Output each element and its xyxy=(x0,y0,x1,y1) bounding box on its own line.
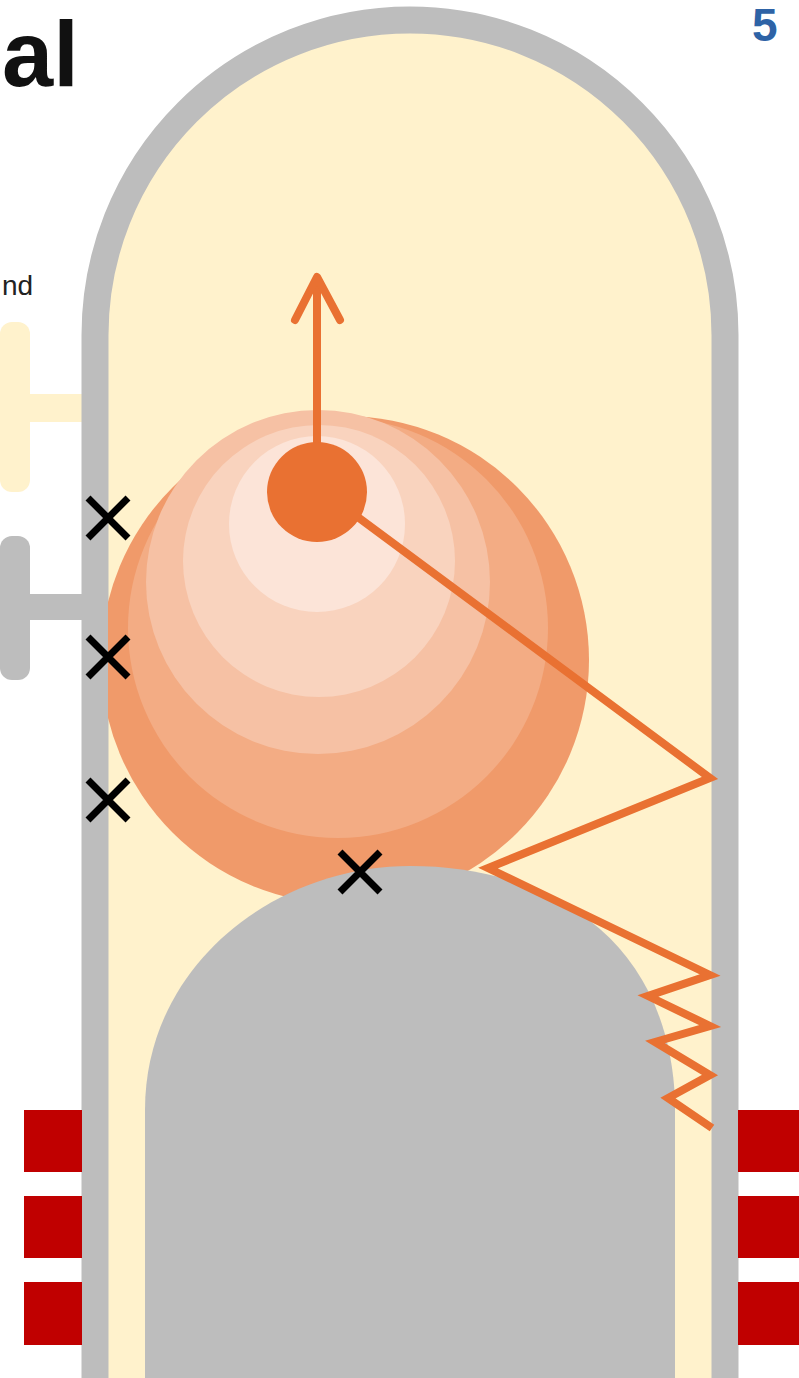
velocity-arrow xyxy=(313,280,321,460)
ray-path xyxy=(355,515,712,1128)
plasma-cloud xyxy=(101,410,589,904)
body-text: nd xyxy=(2,272,33,300)
impact-marks xyxy=(88,498,380,892)
slide-title: al xyxy=(2,8,79,100)
coil-blocks xyxy=(24,1110,799,1345)
port-tube xyxy=(20,594,90,620)
particle xyxy=(267,442,367,542)
page-number: 5 xyxy=(752,2,778,48)
target-mound xyxy=(145,866,675,1378)
vessel-wall xyxy=(95,20,725,1378)
arrow-head xyxy=(295,277,340,320)
